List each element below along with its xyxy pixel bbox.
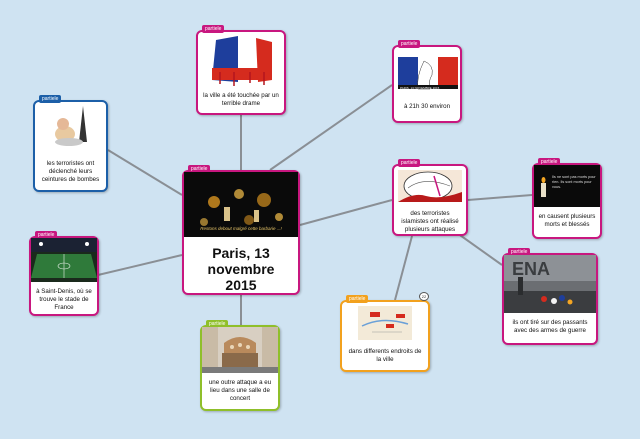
endroits-node[interactable]: partiele dans differents endroits de la … [340, 295, 430, 372]
node-tag: partiele [39, 95, 62, 103]
attaques-caption: des terroristes islamistes ont réalisé p… [401, 210, 459, 233]
node-tag: partiele [35, 231, 58, 239]
center-title: Paris, 13 novembre 2015 [207, 245, 275, 293]
connector-center-stade [97, 254, 183, 276]
marianne-image: PARIS, 13 NOVEMBRE 2015 [394, 47, 460, 97]
bataclan-image [202, 327, 278, 373]
concert-node[interactable]: partiele une outre attaque a eu lieu dan… [200, 320, 280, 411]
node-tag: partiele [188, 165, 211, 173]
stade-node[interactable]: partiele à Saint-Denis, où se trouve le … [29, 231, 99, 316]
marianne-image-text: PARIS, 13 NOVEMBRE 2015 [400, 86, 440, 90]
connector-center-eiffel [107, 149, 183, 196]
node-tag: partiele [346, 295, 369, 303]
node-tag: partiele [202, 25, 225, 33]
connector-attaques-morts [467, 194, 533, 201]
marianne-caption: à 21h 30 environ [403, 103, 451, 110]
node-tag: partiele [508, 248, 531, 256]
passants-caption: ils ont tiré sur des passants avec des a… [512, 319, 588, 334]
flag-node[interactable]: partiele la ville a été touchée par un t… [196, 25, 286, 115]
attaques-node[interactable]: partiele des terroristes islamistes ont … [392, 159, 468, 236]
svg-text:ENA: ENA [512, 259, 550, 279]
tribute-image: ENA [504, 255, 596, 313]
connector-center-attaques [299, 199, 393, 226]
node-tag: partiele [398, 159, 421, 167]
eiffel-image [35, 102, 106, 154]
connector-center-marianne [269, 84, 393, 171]
endroits-caption: dans differents endroits de la ville [348, 348, 422, 363]
node-tag: partiele [398, 40, 421, 48]
memorial-image-text: Ils ne sont pas morts pour rien. Ils son… [552, 175, 596, 189]
morts-caption: en causent plusieurs morts et blessés [538, 213, 596, 228]
flag-caption: la ville a été touchée par un terrible d… [203, 92, 279, 107]
bleeding-flag-image [198, 32, 284, 87]
attack-map-image [342, 302, 428, 344]
stade-caption: à Saint-Denis, où se trouve le stade de … [36, 288, 92, 311]
candles-image: Restons debout malgré cette barbarie ...… [184, 172, 298, 237]
connector-attaques-endroits [394, 235, 413, 301]
concert-caption: une outre attaque a eu lieu dans une sal… [208, 379, 272, 402]
eiffel-caption: les terroristes ont déclenché leurs cein… [41, 160, 100, 183]
marianne-node[interactable]: partiele PARIS, 13 NOVEMBRE 2015 à 21h 3… [392, 40, 462, 123]
center-node[interactable]: partiele Restons debout malgré cette bar… [182, 165, 300, 295]
passants-node[interactable]: partiele ENA ils ont tiré sur des passan… [502, 248, 598, 345]
center-image-caption: Restons debout malgré cette barbarie ...… [200, 226, 282, 231]
paris-map-image [394, 166, 466, 206]
node-tag: partiele [538, 158, 561, 166]
morts-node[interactable]: partiele Ils ne sont pas morts pour rien… [532, 158, 602, 239]
memorial-image: Ils ne sont pas morts pour rien. Ils son… [534, 165, 600, 207]
eiffel-node[interactable]: partiele les terroristes ont déclenché l… [33, 95, 108, 192]
node-tag: partiele [206, 320, 229, 328]
stadium-image [31, 238, 97, 282]
comment-icon[interactable]: 22 [419, 292, 429, 301]
